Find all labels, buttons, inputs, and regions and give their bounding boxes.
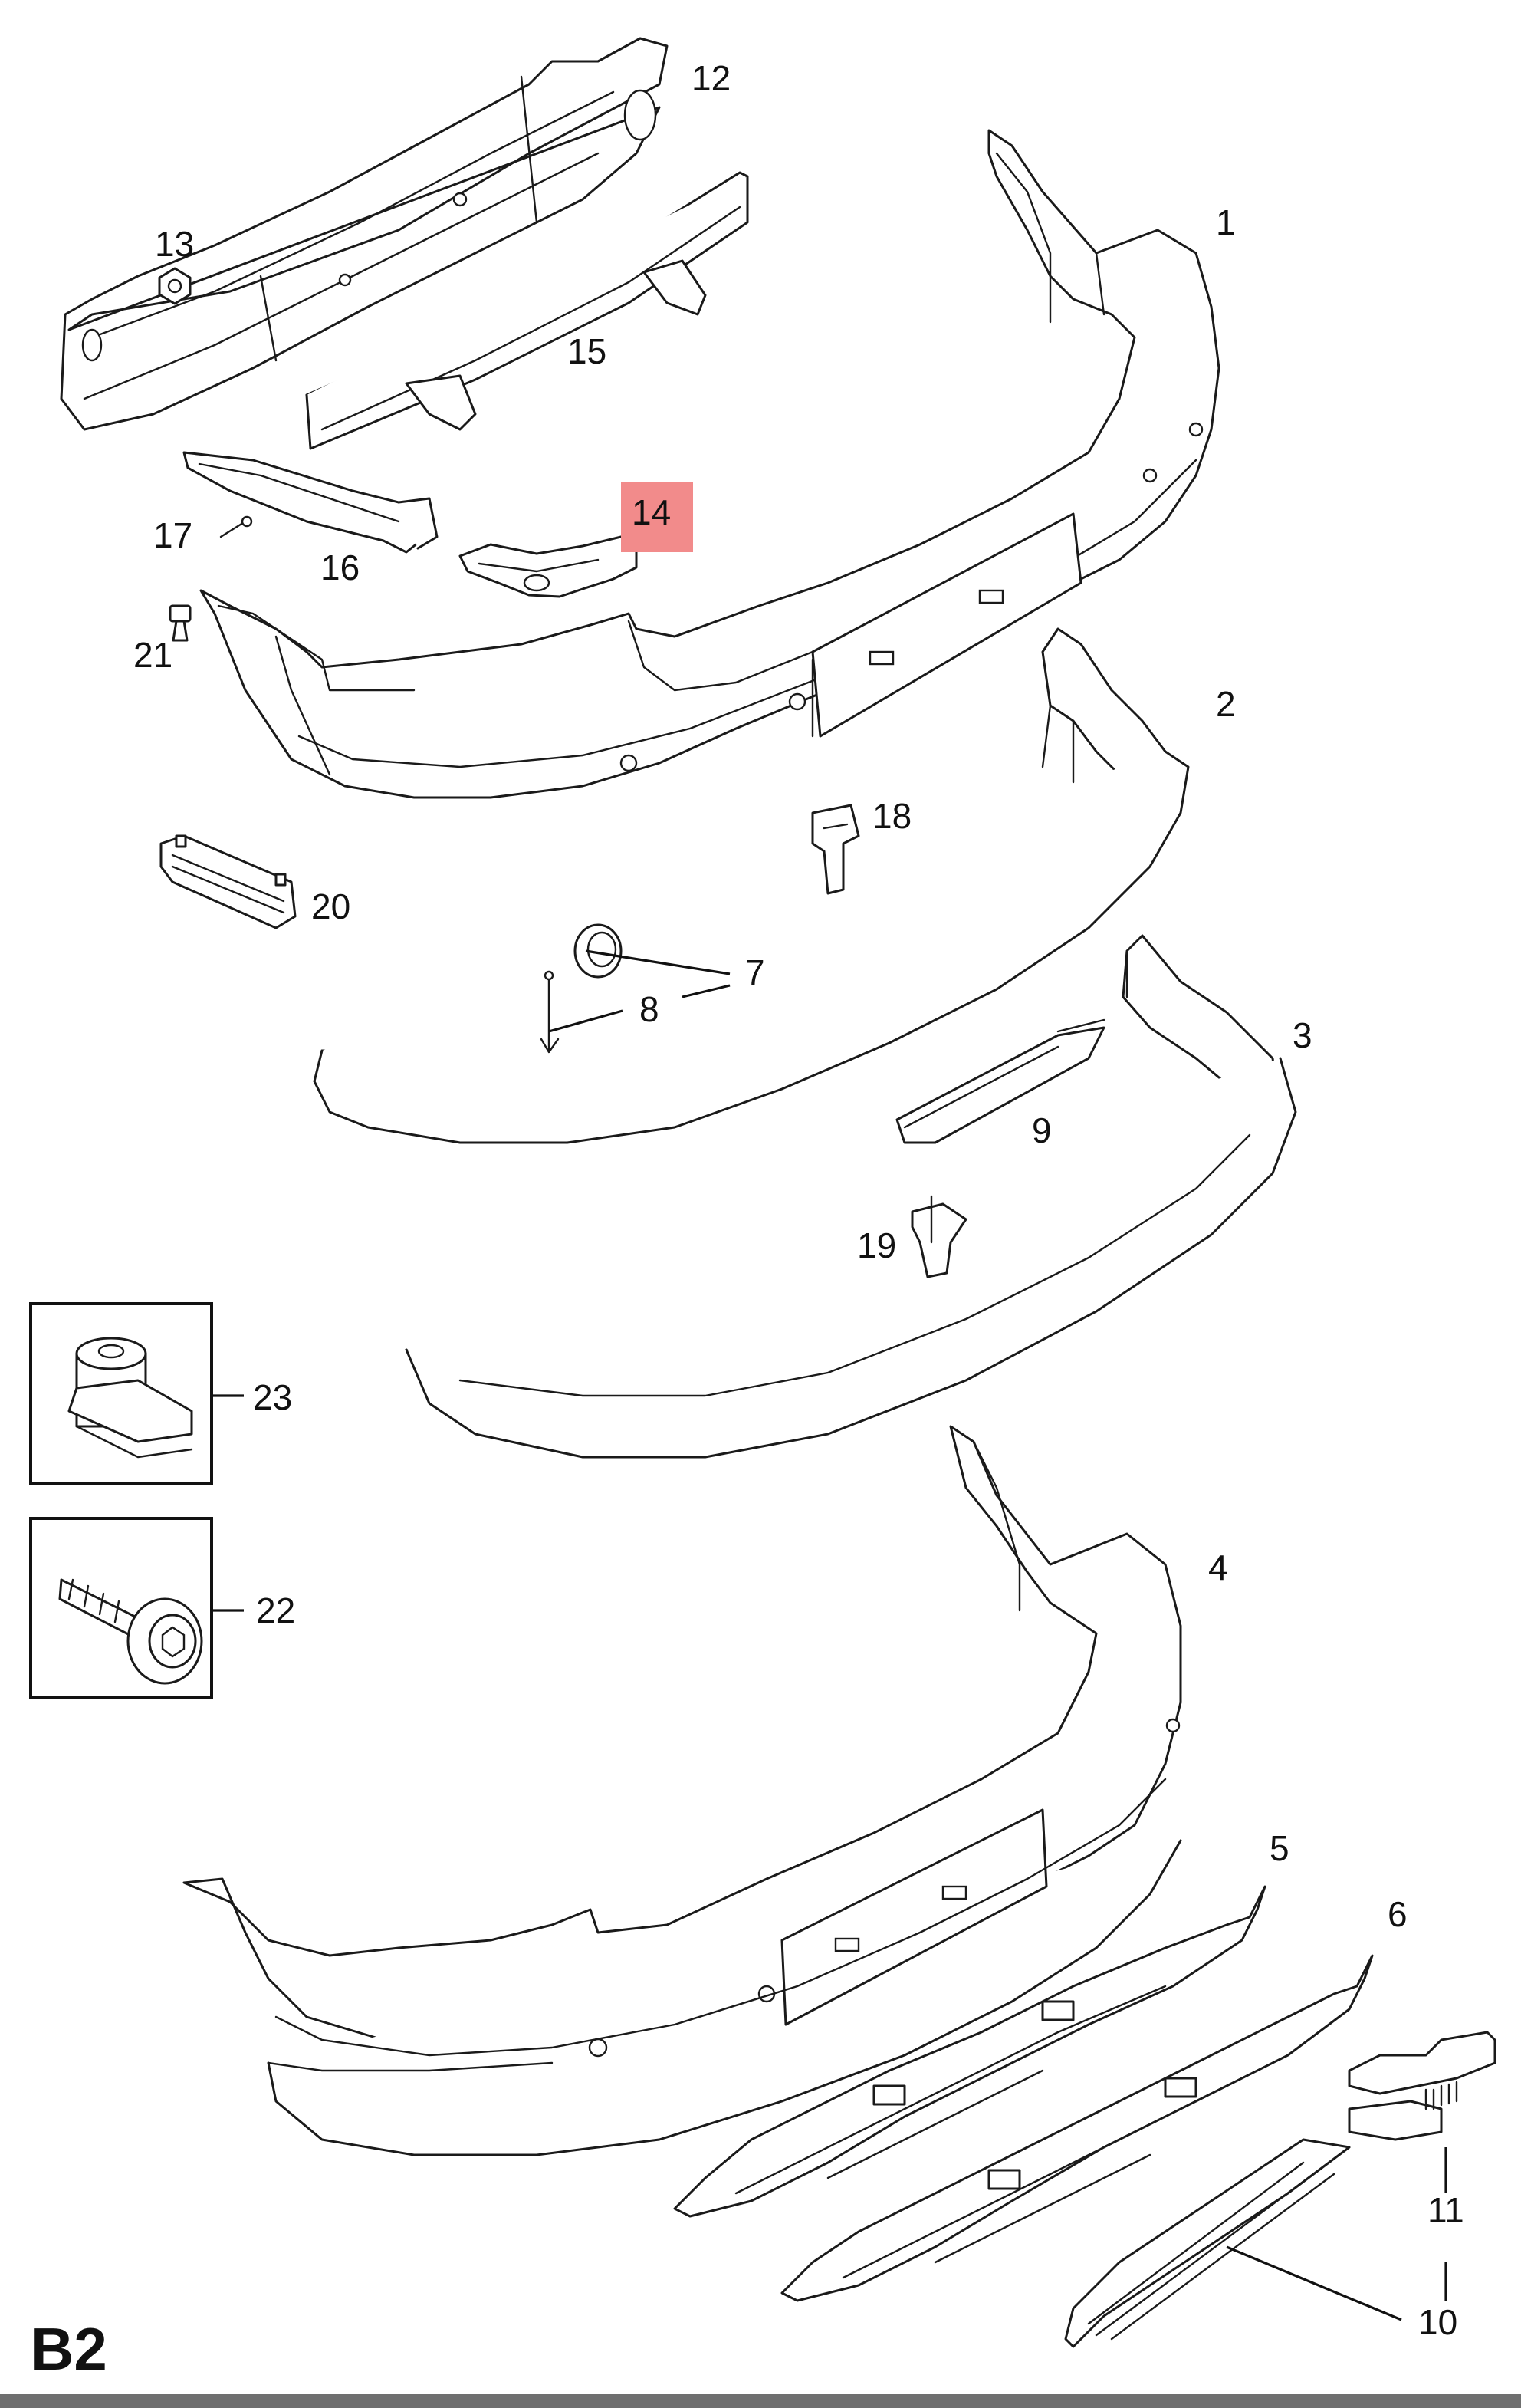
part-5-diffuser[interactable]	[673, 1885, 1266, 2218]
part-21-bolt[interactable]	[169, 604, 192, 642]
part-4-bumper[interactable]	[182, 1425, 1182, 2156]
part-23-clip-nut[interactable]	[67, 1337, 193, 1459]
callout-13[interactable]: 13	[155, 224, 194, 264]
part-2-bumper-cover[interactable]	[313, 627, 1190, 1144]
part-16-bracket[interactable]	[182, 451, 439, 554]
callout-14-highlight	[621, 482, 693, 552]
part-19-bracket[interactable]	[911, 1195, 967, 1278]
callout-5[interactable]: 5	[1270, 1828, 1289, 1868]
part-7-cap[interactable]	[573, 923, 623, 979]
part-1-bumper-assembly[interactable]	[199, 129, 1220, 799]
part-3-lower-valance[interactable]	[405, 934, 1297, 1459]
callout-11[interactable]: 11	[1427, 2190, 1464, 2230]
part-14-side-bracket[interactable]	[458, 535, 638, 598]
callout-9[interactable]: 9	[1032, 1110, 1052, 1150]
part-18-clip[interactable]	[811, 804, 860, 895]
part-12-impact-beam[interactable]	[60, 37, 669, 431]
callout-8[interactable]: 8	[639, 989, 659, 1029]
callout-12[interactable]: 12	[692, 58, 731, 98]
callout-16[interactable]: 16	[320, 548, 360, 587]
callout-10[interactable]: 10	[1418, 2302, 1457, 2342]
callout-2[interactable]: 2	[1216, 684, 1236, 724]
footer-bar	[0, 2394, 1521, 2408]
callout-1[interactable]: 1	[1216, 202, 1236, 242]
part-15-absorber[interactable]	[305, 171, 749, 450]
page-code: B2	[31, 2315, 107, 2383]
part-13-nut[interactable]	[158, 267, 192, 305]
part-20-reflector[interactable]	[159, 834, 297, 929]
callout-22[interactable]: 22	[256, 1591, 295, 1630]
part-8-hook[interactable]	[540, 970, 560, 1054]
callout-19[interactable]: 19	[857, 1225, 896, 1265]
callout-15[interactable]: 15	[567, 331, 606, 371]
callout-6[interactable]: 6	[1388, 1894, 1408, 1934]
callout-4[interactable]: 4	[1208, 1548, 1228, 1587]
callout-3[interactable]: 3	[1293, 1015, 1312, 1055]
part-17-pin[interactable]	[219, 515, 253, 538]
callout-14[interactable]: 14	[632, 492, 671, 532]
part-22-screw[interactable]	[58, 1578, 203, 1685]
callout-labels: 1 2 3 4 5 6 7 8 9 10 11 12 13 14 15 16 1…	[133, 58, 1464, 2342]
part-6-diffuser[interactable]	[780, 1954, 1374, 2302]
part-10-grille[interactable]	[1064, 2138, 1351, 2348]
callout-17[interactable]: 17	[153, 515, 192, 555]
callout-7[interactable]: 7	[745, 952, 765, 992]
callout-21[interactable]: 21	[133, 635, 172, 675]
callout-18[interactable]: 18	[872, 796, 912, 836]
leader-lines	[213, 949, 1447, 2321]
callout-23[interactable]: 23	[253, 1377, 292, 1417]
callout-20[interactable]: 20	[311, 887, 350, 926]
part-9-trim-strip[interactable]	[895, 1018, 1105, 1144]
part-11-connector[interactable]	[1348, 2031, 1496, 2141]
